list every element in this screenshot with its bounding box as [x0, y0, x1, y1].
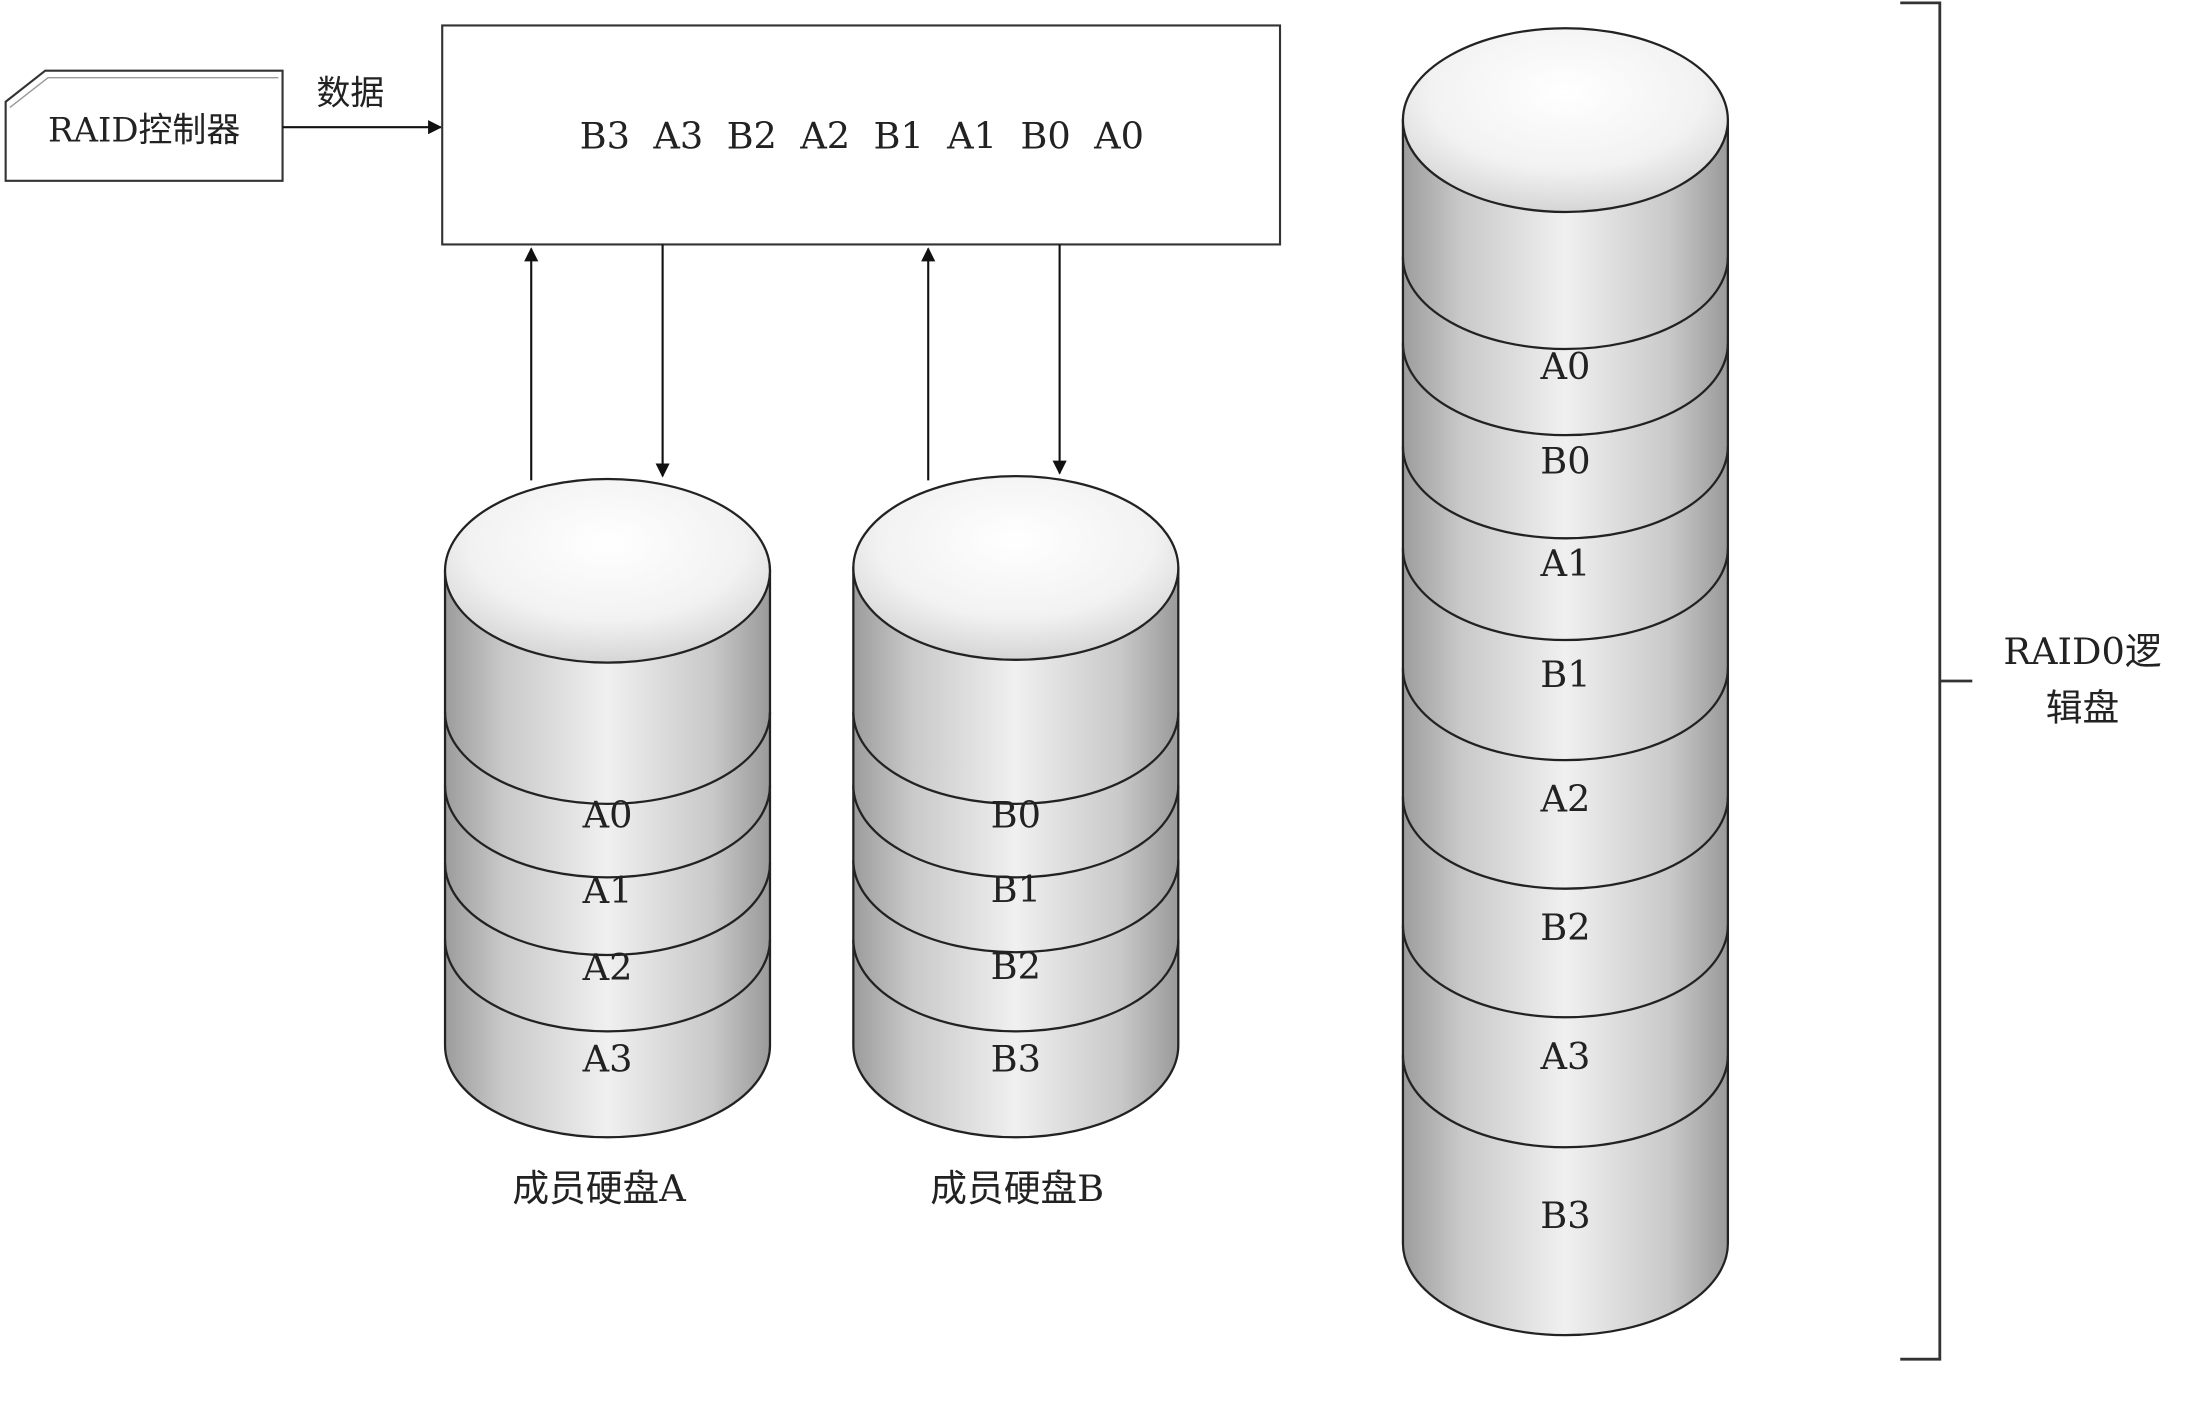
logical-disk-band-edge: [1401, 343, 1730, 437]
disk-b-band-edge: [852, 785, 1180, 879]
disk-a-band-edge: [443, 785, 772, 879]
logical-disk-block-label: A0: [1539, 345, 1590, 388]
disk-a-block-label: A0: [582, 794, 633, 837]
disk-b-block-label: B1: [991, 868, 1041, 911]
data-stream-box: B3 A3 B2 A2 B1 A1 B0 A0: [441, 24, 1282, 246]
disk-a-block-label: A1: [582, 869, 633, 912]
disk-b-band-edge: [852, 712, 1180, 806]
logical-disk-block-label: B0: [1540, 440, 1590, 483]
logical-disk-block-label: B1: [1540, 653, 1590, 696]
member-disk-b-caption: 成员硬盘B: [930, 1167, 1104, 1210]
disk-b-block-label: B3: [991, 1037, 1041, 1080]
logical-disk-band-edge: [1401, 548, 1730, 642]
logical-disk-top: [1401, 27, 1730, 214]
data-stream-text: B3 A3 B2 A2 B1 A1 B0 A0: [580, 114, 1144, 157]
disk-b-block-label: B2: [991, 945, 1041, 988]
disk-a-block-label: A2: [582, 946, 633, 989]
raid-controller: RAID控制器: [4, 69, 284, 182]
logical-disk-band-edge: [1401, 925, 1730, 1019]
disk-a-body: [443, 569, 772, 1139]
disk-b-band-edge: [852, 939, 1180, 1033]
disk-b-block-label: B0: [991, 794, 1041, 837]
logical-disk-band-edge: [1401, 1055, 1730, 1149]
disk-b-top: [852, 475, 1180, 661]
logical-disk-body: [1401, 118, 1730, 1337]
bracket-label-line1: RAID0逻: [2003, 630, 2161, 673]
disk-b-body: [852, 566, 1180, 1139]
disk-a-band-edge: [443, 863, 772, 957]
connector-arrows: [524, 244, 1067, 481]
logical-disk-band-edge: [1401, 796, 1730, 890]
raid-controller-label: RAID控制器: [48, 110, 240, 149]
data-arrow-label: 数据: [316, 74, 384, 113]
logical-disk-block-label: A2: [1539, 777, 1590, 820]
logical-disk-block-label: B3: [1540, 1194, 1590, 1237]
logical-disk-block-label: B2: [1540, 906, 1590, 949]
logical-disk-block-label: A3: [1539, 1035, 1590, 1078]
logical-disk-bracket: RAID0逻 辑盘: [1900, 1, 2162, 1361]
logical-disk-band-edge: [1401, 446, 1730, 540]
disk-a-block-label: A3: [582, 1037, 633, 1080]
logical-disk-block-label: A1: [1539, 542, 1590, 585]
member-disk-a-caption: 成员硬盘A: [512, 1167, 686, 1210]
disk-b-band-edge: [852, 860, 1180, 954]
logical-disk-band-edge: [1401, 257, 1730, 351]
data-arrow: 数据: [282, 74, 443, 135]
disk-a-band-edge: [443, 939, 772, 1033]
disk-a-top: [443, 477, 772, 664]
logical-disk-band-edge: [1401, 668, 1730, 762]
disk-a-band-edge: [443, 712, 772, 806]
bracket-label-line2: 辑盘: [2046, 687, 2119, 730]
